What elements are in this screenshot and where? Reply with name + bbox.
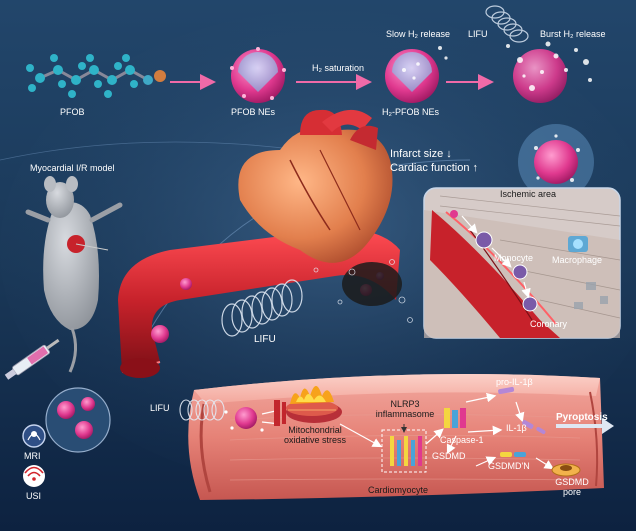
label-coronary: Coronary	[530, 319, 568, 329]
pathway-arrows	[339, 392, 555, 470]
heart	[238, 109, 402, 306]
floating-ne-particle	[518, 124, 594, 200]
lifu-coil-vessel	[221, 279, 303, 337]
label-mitochondrial: Mitochondrial oxidative stress	[272, 425, 358, 446]
label-cardiomyocyte: Cardiomyocyte	[368, 485, 429, 495]
label-burst-release: Burst H₂ release	[540, 29, 606, 39]
label-lifu-top: LIFU	[468, 29, 488, 39]
h2-pfob-ne-particle	[385, 46, 448, 103]
label-mri: MRI	[24, 451, 41, 461]
label-nlrp3-line2: inflammasome	[375, 408, 435, 419]
pyroptosis-arrow	[556, 418, 614, 434]
lifu-coil-top	[485, 5, 529, 43]
label-mitochondrial-line1: Mitochondrial	[288, 425, 342, 435]
label-cardiac-function: Cardiac function ↑	[390, 162, 479, 174]
burst-ne-particle	[506, 41, 592, 103]
label-h2-saturation: H₂ saturation	[312, 63, 365, 73]
label-pyroptosis: Pyroptosis	[556, 412, 608, 423]
gsdmd-molecules	[500, 452, 526, 457]
label-usi: USI	[26, 491, 42, 501]
label-gsdmd-pore-line1: GSDMD	[555, 477, 589, 487]
label-infarct-size: Infarct size ↓	[390, 148, 452, 160]
gsdmd-pore	[551, 463, 581, 477]
label-gsdmd-n: GSDMD'N	[488, 461, 530, 471]
ne-cluster-bubble	[45, 387, 111, 453]
lifu-coil-cell	[179, 399, 225, 421]
label-il-1b: IL-1β	[506, 423, 527, 433]
pfob-molecule	[26, 54, 166, 98]
label-monocyte: Monocyte	[494, 253, 534, 263]
caspase-1-cluster	[444, 408, 466, 428]
label-lifu-cell: LIFU	[150, 403, 170, 413]
label-mitochondrial-line2: oxidative stress	[283, 434, 347, 445]
label-gsdmd: GSDMD	[432, 451, 466, 461]
label-gsdmd-pore-line2: pore	[562, 486, 581, 497]
pfob-ne-particle	[230, 47, 286, 103]
label-nlrp3: NLRP3 inflammasome	[370, 399, 440, 420]
label-caspase-1: Caspase-1	[440, 435, 484, 445]
blood-vessel	[118, 229, 400, 378]
label-pro-il-1b: pro-IL-1β	[496, 377, 533, 387]
label-ir-model: Myocardial I/R model	[30, 163, 115, 173]
ischemic-area-panel	[423, 187, 621, 339]
mouse-model	[25, 176, 123, 373]
il-1b-molecules	[498, 386, 546, 434]
label-pfob: PFOB	[60, 107, 85, 117]
nlrp3-inflammasome	[381, 424, 427, 473]
label-lifu-vessel: LIFU	[254, 334, 276, 345]
label-pfob-nes: PFOB NEs	[231, 107, 276, 117]
mitochondria	[274, 386, 342, 426]
label-ischemic-area: Ischemic area	[500, 189, 557, 199]
label-nlrp3-line1: NLRP3	[390, 399, 420, 409]
mri-icon	[22, 424, 46, 448]
syringe	[4, 338, 60, 380]
label-macrophage: Macrophage	[552, 255, 603, 265]
cardiomyocyte	[188, 374, 604, 500]
label-h2-pfob-nes: H₂-PFOB NEs	[382, 107, 439, 117]
label-gsdmd-pore: GSDMD pore	[552, 477, 592, 498]
usi-icon	[23, 465, 45, 487]
label-slow-release: Slow H₂ release	[386, 29, 451, 39]
